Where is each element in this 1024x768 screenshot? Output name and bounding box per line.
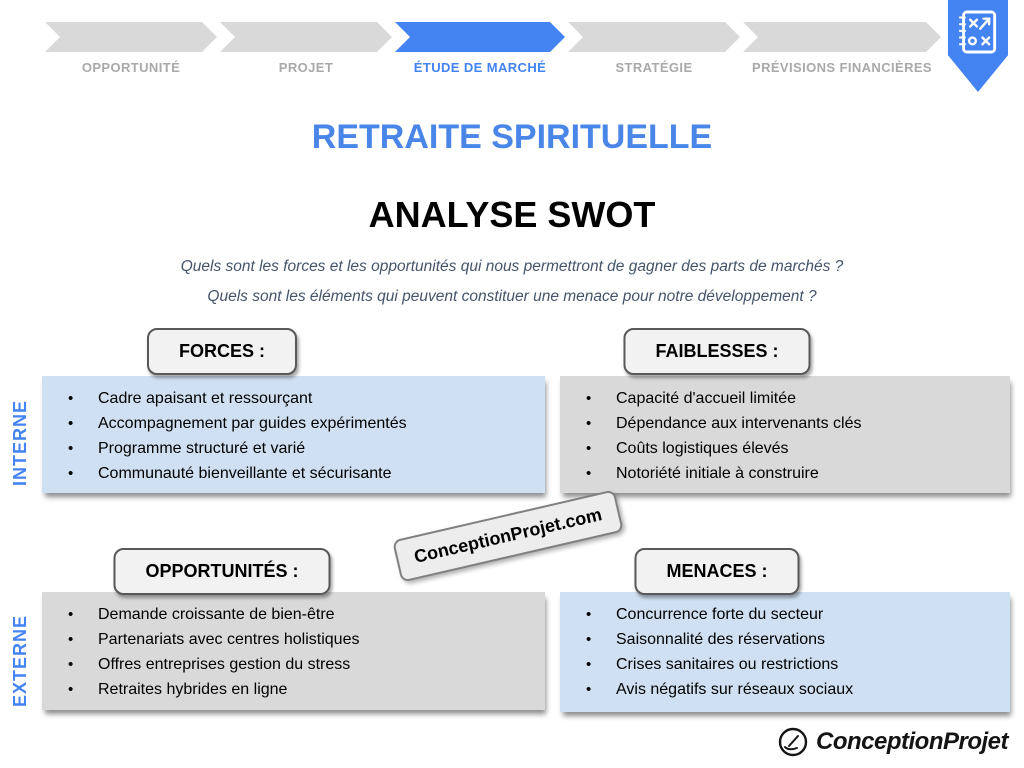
list-item: Coûts logistiques élevés (574, 436, 1000, 461)
page-title: RETRAITE SPIRITUELLE (311, 118, 713, 156)
faiblesses-panel: Capacité d'accueil limitéeDépendance aux… (560, 376, 1010, 493)
opportunites-list: Demande croissante de bien-êtrePartenari… (42, 592, 545, 702)
list-item: Accompagnement par guides expérimentés (56, 411, 535, 436)
section-title: ANALYSE SWOT (368, 194, 656, 235)
nav-step-label: PROJET (278, 60, 334, 75)
process-nav: OPPORTUNITÉ PROJET ÉTUDE DE MARCHÉ STRAT… (45, 22, 944, 75)
list-item: Programme structuré et varié (56, 436, 535, 461)
bookmark-ribbon (948, 0, 1008, 92)
list-item: Avis négatifs sur réseaux sociaux (574, 677, 1000, 702)
chevron-shape-active (395, 22, 565, 52)
nav-step-opportunite[interactable]: OPPORTUNITÉ (45, 22, 217, 75)
list-item: Concurrence forte du secteur (574, 602, 1000, 627)
nav-step-projet[interactable]: PROJET (220, 22, 392, 75)
list-item: Dépendance aux intervenants clés (574, 411, 1000, 436)
axis-label-externe: EXTERNE (10, 614, 30, 708)
hand-pen-circle-icon (778, 727, 808, 757)
nav-step-etude-de-marche[interactable]: ÉTUDE DE MARCHÉ (395, 22, 565, 75)
watermark-banner: ConceptionProjet.com (392, 489, 624, 583)
list-item: Retraites hybrides en ligne (56, 677, 535, 702)
nav-step-label: OPPORTUNITÉ (81, 60, 181, 75)
chevron-shape (45, 22, 217, 52)
question-line-2: Quels sont les éléments qui peuvent cons… (207, 288, 817, 305)
nav-step-previsions-financieres[interactable]: PRÉVISIONS FINANCIÈRES (743, 22, 941, 75)
strategy-notebook-icon (959, 10, 997, 54)
brand-logo[interactable]: ConceptionProjet (777, 726, 1009, 758)
nav-step-label: PRÉVISIONS FINANCIÈRES (752, 60, 932, 75)
faiblesses-list: Capacité d'accueil limitéeDépendance aux… (560, 376, 1010, 486)
chevron-shape (743, 22, 941, 52)
list-item: Communauté bienveillante et sécurisante (56, 461, 535, 486)
list-item: Capacité d'accueil limitée (574, 386, 1000, 411)
list-item: Crises sanitaires ou restrictions (574, 652, 1000, 677)
brand-name: ConceptionProjet (815, 728, 1009, 755)
menaces-header: MENACES : (634, 548, 800, 595)
forces-panel: Cadre apaisant et ressourçantAccompagnem… (42, 376, 545, 493)
menaces-list: Concurrence forte du secteurSaisonnalité… (560, 592, 1010, 702)
axis-label-interne: INTERNE (10, 400, 30, 487)
question-line-1: Quels sont les forces et les opportunité… (180, 258, 844, 275)
list-item: Notoriété initiale à construire (574, 461, 1000, 486)
chevron-shape (568, 22, 740, 52)
list-item: Demande croissante de bien-être (56, 602, 535, 627)
nav-step-label: STRATÉGIE (615, 60, 693, 75)
list-item: Partenariats avec centres holistiques (56, 627, 535, 652)
list-item: Saisonnalité des réservations (574, 627, 1000, 652)
chevron-shape (220, 22, 392, 52)
list-item: Cadre apaisant et ressourçant (56, 386, 535, 411)
forces-header: FORCES : (146, 328, 298, 375)
opportunites-header: OPPORTUNITÉS : (113, 548, 331, 595)
faiblesses-header: FAIBLESSES : (623, 328, 811, 375)
nav-step-label: ÉTUDE DE MARCHÉ (413, 60, 547, 75)
opportunites-panel: Demande croissante de bien-êtrePartenari… (42, 592, 545, 710)
nav-step-strategie[interactable]: STRATÉGIE (568, 22, 740, 75)
forces-list: Cadre apaisant et ressourçantAccompagnem… (42, 376, 545, 486)
menaces-panel: Concurrence forte du secteurSaisonnalité… (560, 592, 1010, 712)
list-item: Offres entreprises gestion du stress (56, 652, 535, 677)
